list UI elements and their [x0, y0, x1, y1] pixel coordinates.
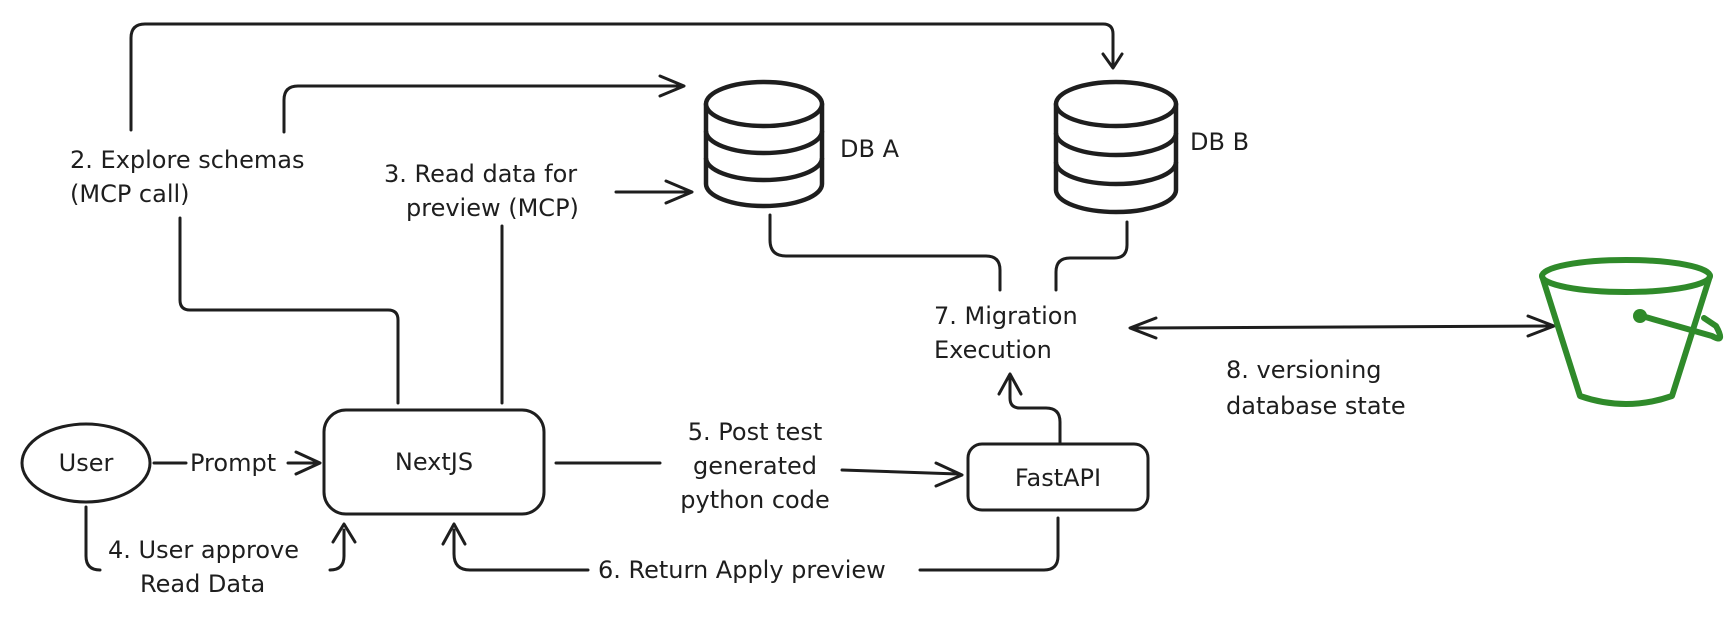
- label-migration-execution: 7. Migration Execution: [934, 302, 1078, 364]
- node-user: User: [20, 422, 152, 504]
- connector-explore-to-db-a: [282, 74, 686, 134]
- svg-text:3. Read data for: 3. Read data for: [384, 160, 577, 188]
- connector-post-code: [554, 461, 964, 488]
- svg-text:(MCP call): (MCP call): [70, 180, 190, 208]
- bucket-icon: [1539, 257, 1724, 407]
- node-db-b: DB B: [1053, 79, 1249, 215]
- label-explore-schemas: 2. Explore schemas (MCP call): [70, 146, 304, 208]
- svg-text:2. Explore schemas: 2. Explore schemas: [70, 146, 304, 174]
- bucket-handle: [1639, 313, 1724, 342]
- label-prompt: Prompt: [190, 449, 276, 477]
- connector-return-preview: [441, 516, 1060, 572]
- svg-text:8. versioning: 8. versioning: [1226, 356, 1382, 384]
- db-b-label: DB B: [1190, 128, 1249, 156]
- connector-db-a-to-migration: [768, 213, 1002, 292]
- svg-text:7. Migration: 7. Migration: [934, 302, 1078, 330]
- node-db-a: DB A: [703, 79, 900, 209]
- svg-text:6. Return Apply preview: 6. Return Apply preview: [598, 556, 886, 584]
- node-fastapi: FastAPI: [966, 442, 1150, 512]
- svg-text:Prompt: Prompt: [190, 449, 276, 477]
- connector-user-approve: [84, 505, 357, 572]
- connector-prompt: [152, 450, 322, 476]
- bucket-handle-pin: [1633, 309, 1647, 323]
- svg-text:Read Data: Read Data: [140, 570, 265, 598]
- connector-read-data: [500, 179, 694, 405]
- bucket-rim: [1539, 257, 1713, 295]
- svg-text:Execution: Execution: [934, 336, 1052, 364]
- bucket-body: [1539, 273, 1713, 407]
- connector-fastapi-to-migration: [997, 372, 1062, 448]
- svg-text:python code: python code: [680, 486, 829, 514]
- label-user-approve: 4. User approve Read Data: [108, 536, 299, 598]
- svg-text:4. User approve: 4. User approve: [108, 536, 299, 564]
- connector-db-b-to-migration: [1054, 220, 1129, 292]
- fastapi-label: FastAPI: [1015, 464, 1101, 492]
- label-return-preview: 6. Return Apply preview: [598, 556, 886, 584]
- connector-explore-schemas: [129, 22, 1124, 405]
- user-label: User: [59, 449, 114, 477]
- database-icon: [703, 79, 825, 209]
- db-a-label: DB A: [840, 135, 900, 163]
- svg-text:preview (MCP): preview (MCP): [406, 194, 579, 222]
- label-versioning: 8. versioning database state: [1226, 356, 1406, 420]
- svg-text:database state: database state: [1226, 392, 1406, 420]
- svg-text:generated: generated: [693, 452, 817, 480]
- node-nextjs: NextJS: [322, 408, 546, 516]
- label-post-code: 5. Post test generated python code: [680, 418, 829, 514]
- svg-text:5. Post test: 5. Post test: [688, 418, 822, 446]
- label-read-data: 3. Read data for preview (MCP): [384, 160, 579, 222]
- database-icon: [1053, 79, 1179, 215]
- nextjs-label: NextJS: [395, 448, 473, 476]
- connector-versioning: [1128, 314, 1556, 340]
